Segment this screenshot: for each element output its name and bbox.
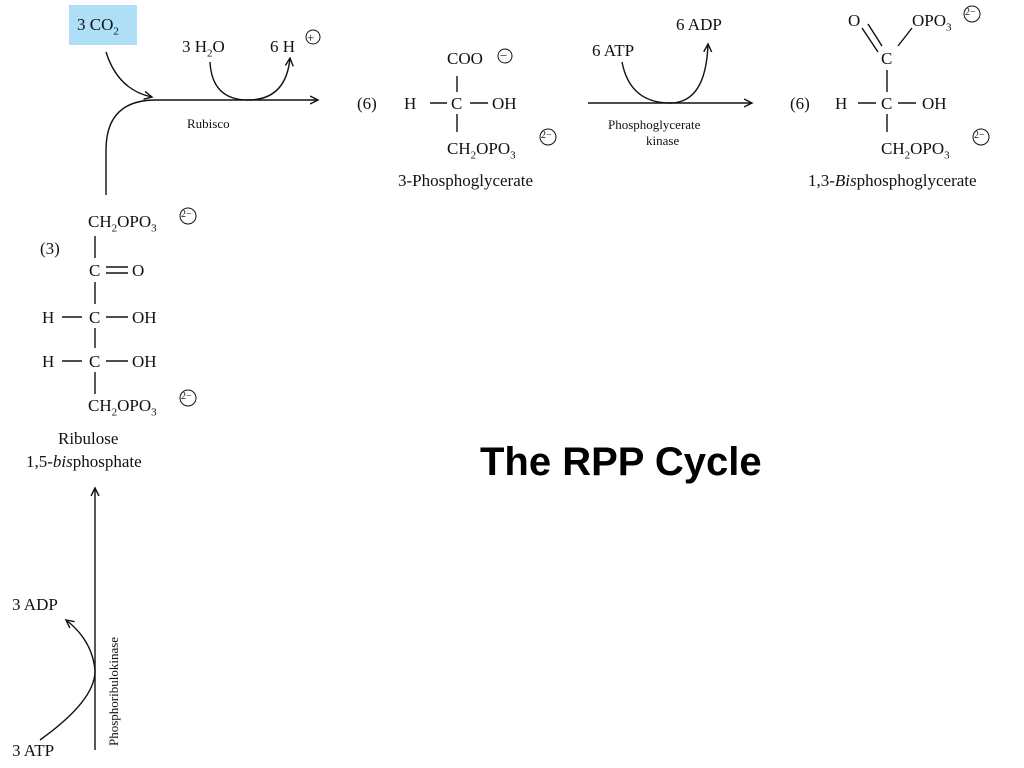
slide-title: The RPP Cycle bbox=[480, 440, 762, 484]
atp-label: 6 ATP bbox=[592, 41, 635, 60]
co2-highlight bbox=[69, 5, 137, 45]
rubp-c-3: C bbox=[89, 352, 101, 371]
pg-phosphate: CH2OPO3 bbox=[447, 139, 516, 162]
two-minus-charge: 2− bbox=[974, 130, 985, 141]
pg-oh: OH bbox=[492, 94, 517, 113]
rubp-keto-o: O bbox=[132, 261, 145, 280]
rubp-top-phosphate: CH2OPO3 bbox=[88, 212, 157, 235]
rubp-h-1: H bbox=[42, 308, 55, 327]
adp-label: 6 ADP bbox=[676, 15, 722, 34]
bpg-c: C bbox=[881, 94, 893, 113]
bpg-h: H bbox=[835, 94, 848, 113]
rubp-name-1: Ribulose bbox=[58, 429, 119, 448]
cycle-path-ribulose-to-rubisco bbox=[105, 100, 318, 195]
rubp-coefficient: (3) bbox=[40, 239, 60, 258]
rubp-c-keto: C bbox=[89, 261, 101, 280]
two-minus-charge: 2− bbox=[541, 130, 552, 141]
rubp-oh-2: OH bbox=[132, 352, 157, 371]
plus-charge: + bbox=[307, 30, 315, 45]
bpg-coefficient: (6) bbox=[790, 94, 810, 113]
rubp-h-2: H bbox=[42, 352, 55, 371]
charge-circle bbox=[179, 207, 197, 225]
pg-coefficient: (6) bbox=[357, 94, 377, 113]
rubp-bottom-phosphate: CH2OPO3 bbox=[88, 396, 157, 419]
two-minus-charge: 2− bbox=[181, 209, 192, 220]
pg-c: C bbox=[451, 94, 463, 113]
charge-circle bbox=[179, 389, 197, 407]
bpg-oh: OH bbox=[922, 94, 947, 113]
adp-lower-label: 3 ADP bbox=[12, 595, 58, 614]
bpg-carbonyl-o: O bbox=[848, 11, 861, 30]
phosphoribulokinase-label: Phosphoribulokinase bbox=[106, 636, 121, 746]
rubp-oh-1: OH bbox=[132, 308, 157, 327]
two-minus-charge: 2− bbox=[181, 391, 192, 402]
kinase-label-1: Phosphoglycerate bbox=[608, 117, 701, 132]
pg-carboxylate: COO bbox=[447, 49, 483, 68]
charge-circle bbox=[972, 128, 990, 146]
charge-circle bbox=[497, 48, 513, 64]
bpg-phosphate: CH2OPO3 bbox=[881, 139, 950, 162]
proton-label: 6 H bbox=[270, 37, 296, 56]
charge-circle bbox=[963, 5, 981, 23]
co2-arrow bbox=[105, 51, 152, 97]
rubp-c-2: C bbox=[89, 308, 101, 327]
two-minus-charge: 2− bbox=[965, 7, 976, 18]
bpg-name: 1,3-Bisphosphoglycerate bbox=[808, 171, 977, 190]
co2-label: 3 CO2 bbox=[77, 15, 119, 38]
atp-adp-arrow bbox=[621, 44, 708, 104]
charge-circle bbox=[539, 128, 557, 146]
minus-charge: − bbox=[500, 48, 508, 63]
atp-adp-lower-arrow bbox=[39, 620, 96, 741]
charge-circle bbox=[305, 29, 321, 45]
bpg-c-top: C bbox=[881, 49, 893, 68]
pg-name: 3-Phosphoglycerate bbox=[398, 171, 534, 190]
kinase-label-2: kinase bbox=[646, 133, 680, 148]
atp-lower-label: 3 ATP bbox=[12, 741, 55, 760]
rubisco-label: Rubisco bbox=[187, 116, 230, 131]
water-label: 3 H2O bbox=[182, 37, 225, 60]
bpg-acyl-phosphate: OPO3 bbox=[912, 11, 952, 34]
water-proton-arrow bbox=[209, 58, 290, 101]
pg-h: H bbox=[404, 94, 417, 113]
rubp-name-2: 1,5-bisphosphate bbox=[26, 452, 142, 471]
